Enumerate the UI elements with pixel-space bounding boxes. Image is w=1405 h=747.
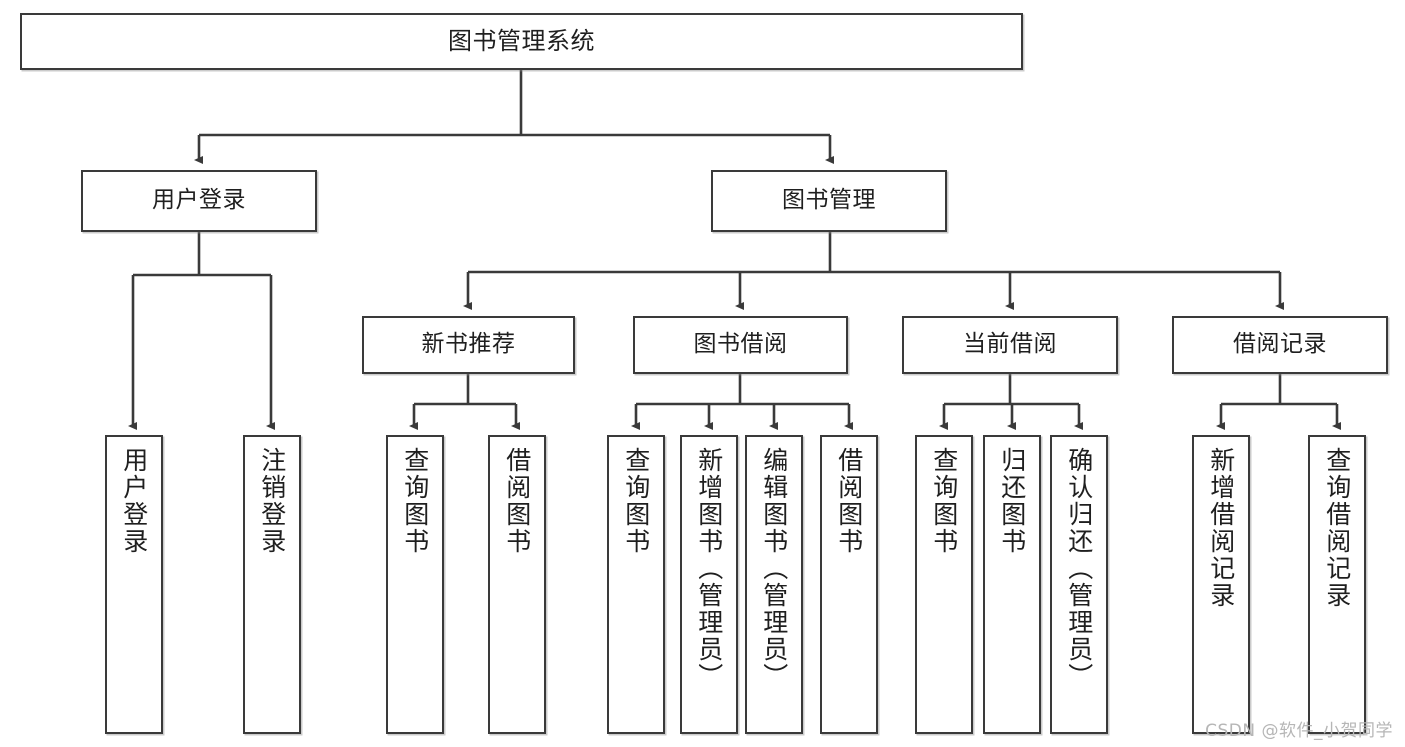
node-label: 当前借阅 — [963, 331, 1057, 358]
leaf-recommend-query-book[interactable]: 查询图书 — [386, 435, 444, 734]
node-label: 新书推荐 — [421, 331, 516, 358]
node-label: 图书借阅 — [693, 331, 788, 358]
node-label: 用户登录 — [119, 447, 149, 555]
node-label: 新增图书（管理员） — [694, 447, 724, 690]
node-label: 借阅记录 — [1233, 331, 1327, 358]
node-label: 编辑图书（管理员） — [759, 447, 789, 690]
node-label: 新增借阅记录 — [1206, 447, 1236, 609]
leaf-borrow-add-book[interactable]: 新增图书（管理员） — [680, 435, 738, 734]
leaf-borrow-edit-book[interactable]: 编辑图书（管理员） — [745, 435, 803, 734]
leaf-current-confirm-return[interactable]: 确认归还（管理员） — [1050, 435, 1108, 734]
node-book-management[interactable]: 图书管理 — [711, 170, 947, 232]
node-book-borrow[interactable]: 图书借阅 — [633, 316, 848, 374]
node-current-borrow[interactable]: 当前借阅 — [902, 316, 1118, 374]
leaf-record-add-record[interactable]: 新增借阅记录 — [1192, 435, 1250, 734]
node-label: 查询图书 — [929, 447, 959, 555]
node-label: 借阅图书 — [834, 447, 864, 555]
node-user-login[interactable]: 用户登录 — [81, 170, 317, 232]
node-label: 用户登录 — [152, 187, 246, 214]
node-borrow-record[interactable]: 借阅记录 — [1172, 316, 1388, 374]
node-root-system[interactable]: 图书管理系统 — [20, 13, 1023, 70]
node-label: 归还图书 — [997, 447, 1027, 555]
leaf-recommend-borrow-book[interactable]: 借阅图书 — [488, 435, 546, 734]
node-label: 借阅图书 — [502, 447, 532, 555]
csdn-watermark: CSDN @软件_小贺同学 — [1205, 721, 1393, 741]
node-new-book-recommend[interactable]: 新书推荐 — [362, 316, 575, 374]
node-label: 注销登录 — [257, 447, 287, 555]
leaf-current-query-book[interactable]: 查询图书 — [915, 435, 973, 734]
leaf-borrow-query-book[interactable]: 查询图书 — [607, 435, 665, 734]
node-label: 查询借阅记录 — [1322, 447, 1352, 609]
node-label: 查询图书 — [621, 447, 651, 555]
node-label: 图书管理系统 — [448, 27, 595, 56]
leaf-current-return-book[interactable]: 归还图书 — [983, 435, 1041, 734]
node-label: 确认归还（管理员） — [1064, 447, 1094, 690]
node-label: 图书管理 — [782, 187, 876, 214]
leaf-user-login-logout[interactable]: 注销登录 — [243, 435, 301, 734]
leaf-user-login-login[interactable]: 用户登录 — [105, 435, 163, 734]
leaf-record-query-record[interactable]: 查询借阅记录 — [1308, 435, 1366, 734]
node-label: 查询图书 — [400, 447, 430, 555]
leaf-borrow-borrow-book[interactable]: 借阅图书 — [820, 435, 878, 734]
